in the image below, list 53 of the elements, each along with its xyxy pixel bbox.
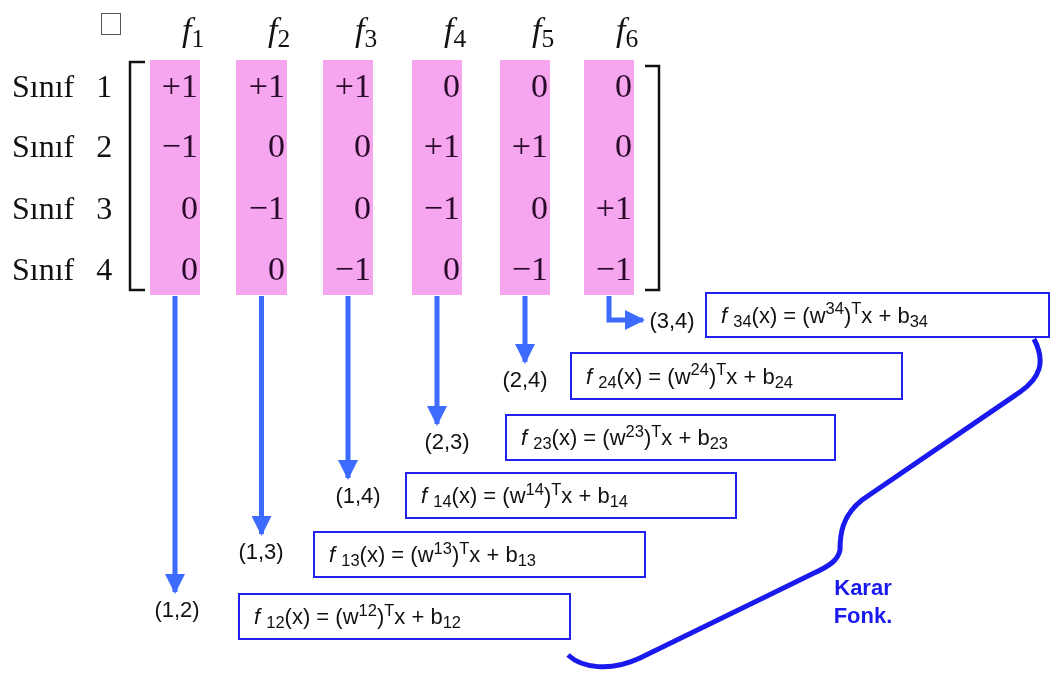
column-header: f$_{5}$: [532, 10, 555, 50]
column-header: f$_{1}$: [182, 10, 205, 50]
row-label: Sınıf 4: [12, 251, 113, 287]
arrow: [165, 296, 185, 594]
arrow: [427, 296, 447, 426]
matrix-value: −1: [511, 249, 548, 289]
pair-label: (1,2): [146, 592, 208, 626]
matrix-value: +1: [423, 126, 460, 166]
formula-box: f $_{34}$(x) = (w$^{34}$)$^{T}$x + b$_{34}$: [705, 292, 1050, 338]
matrix-value: 0: [181, 188, 198, 228]
matrix-value: 0: [181, 249, 198, 289]
matrix-value: 0: [531, 188, 548, 228]
matrix-value: 0: [615, 126, 632, 166]
matrix-value: −1: [595, 249, 632, 289]
arrow: [251, 296, 272, 536]
matrix-value: +1: [248, 66, 285, 106]
arrow: [606, 296, 645, 330]
formula-box: f $_{13}$(x) = (w$^{13}$)$^{T}$x + b$_{13}$: [313, 531, 646, 578]
matrix-value: +1: [334, 66, 371, 106]
matrix-value: 0: [615, 66, 632, 106]
column-header: f$_{4}$: [444, 10, 467, 50]
matrix-value: 0: [268, 249, 285, 289]
row-label: Sınıf 1: [12, 68, 113, 104]
row-label: Sınıf 2: [12, 128, 113, 164]
brace-label: Karar Fonk.: [832, 574, 894, 630]
matrix-value: 0: [443, 249, 460, 289]
matrix-value: −1: [334, 249, 371, 289]
matrix-value: +1: [595, 188, 632, 228]
matrix-value: −1: [423, 188, 460, 228]
matrix-value: +1: [511, 126, 548, 166]
pair-label: (2,3): [416, 424, 478, 458]
formula-box: f $_{12}$(x) = (w$^{12}$)$^{T}$x + b$_{12}$: [238, 593, 571, 640]
column-header: f$_{3}$: [355, 10, 378, 50]
formula-box: f $_{24}$(x) = (w$^{24}$)$^{T}$x + b$_{24}$: [570, 352, 903, 400]
matrix-value: +1: [161, 66, 198, 106]
matrix-value: −1: [248, 188, 285, 228]
matrix-value: −1: [161, 126, 198, 166]
matrix-value: 0: [443, 66, 460, 106]
matrix-value: 0: [531, 66, 548, 106]
column-header: f$_{2}$: [268, 10, 291, 50]
pair-label: (3,4): [643, 303, 701, 337]
row-label: Sınıf 3: [12, 190, 113, 226]
matrix-value: 0: [268, 126, 285, 166]
pair-label: (2,4): [494, 362, 556, 396]
pair-label: (1,4): [326, 478, 390, 512]
pair-label: (1,3): [230, 534, 292, 568]
column-header: f$_{6}$: [616, 10, 639, 50]
arrow: [515, 296, 535, 364]
formula-box: f $_{23}$(x) = (w$^{23}$)$^{T}$x + b$_{23}$: [505, 414, 836, 461]
matrix-value: 0: [354, 188, 371, 228]
arrow: [338, 296, 358, 480]
matrix-value: 0: [354, 126, 371, 166]
formula-box: f $_{14}$(x) = (w$^{14}$)$^{T}$x + b$_{14}$: [405, 472, 737, 519]
